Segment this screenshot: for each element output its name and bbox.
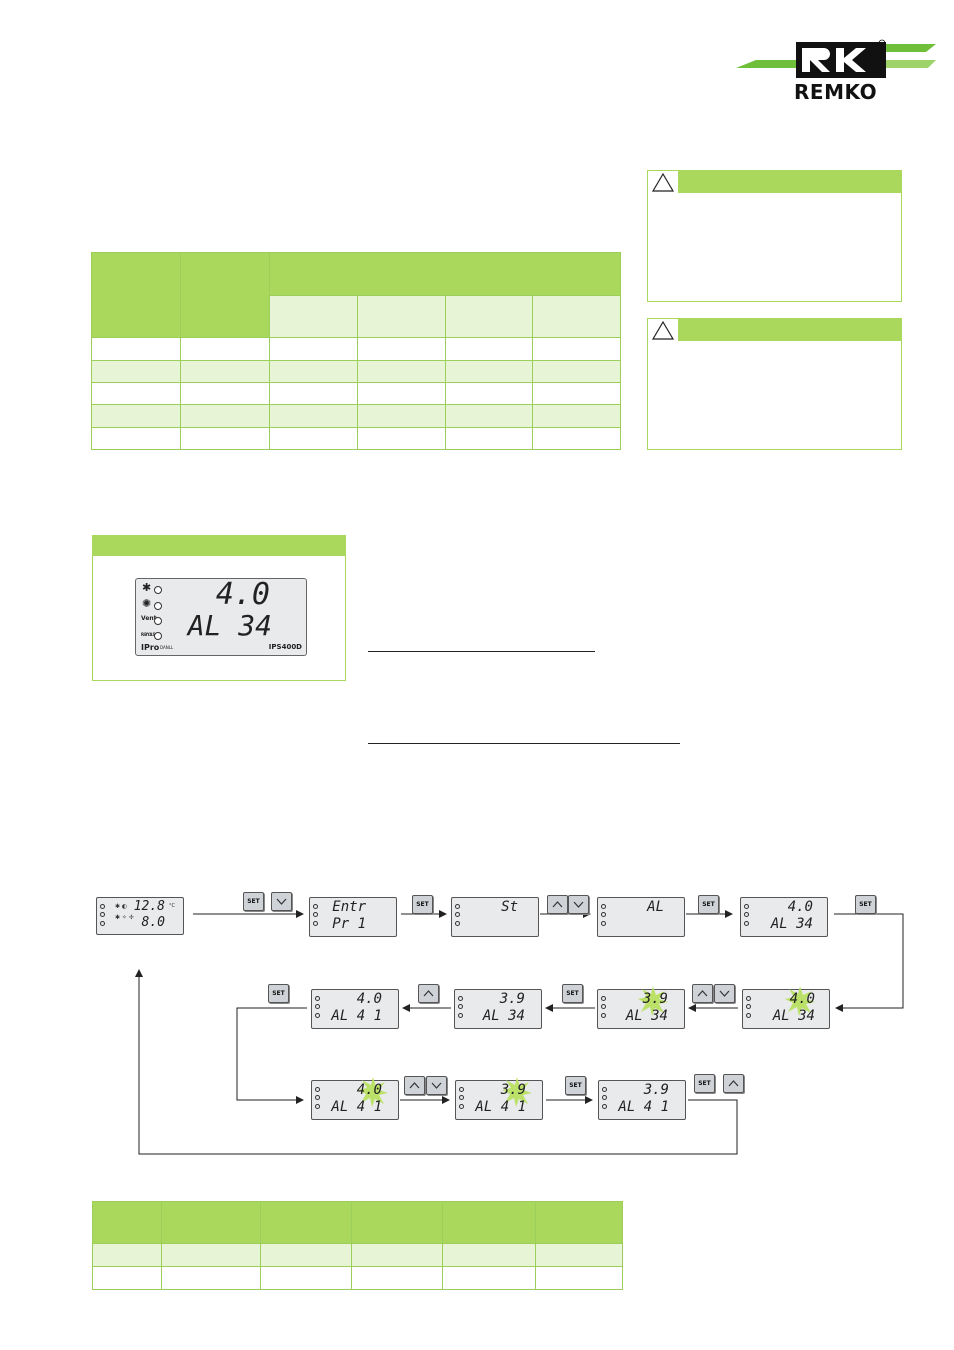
display-line1: 4.0 — [787, 899, 813, 915]
display-line2: AL 34 — [482, 1008, 525, 1024]
display-value: 4.0 — [215, 577, 270, 612]
set-key: SET — [565, 1076, 586, 1095]
flow-display: 3.9 AL 34 — [597, 986, 685, 1029]
parameter-table — [91, 251, 621, 451]
warning-triangle-icon — [651, 320, 675, 340]
flow-display: 3.9 AL 4 1 — [455, 1077, 543, 1120]
flow-display: 3.9 AL 4 1 — [598, 1080, 686, 1120]
chevron-up-icon — [423, 990, 434, 997]
down-key — [271, 892, 292, 911]
display-line2: AL 34 — [770, 916, 813, 932]
display-line2: AL 34 — [625, 1008, 668, 1024]
display-line1: 4.0 — [356, 991, 382, 1007]
up-key — [723, 1074, 744, 1093]
flow-display: 3.9 AL 34 — [454, 989, 542, 1029]
remko-logo — [736, 39, 936, 78]
status-led — [154, 632, 162, 640]
down-key — [714, 984, 735, 1003]
status-led — [154, 602, 162, 610]
chevron-up-icon — [697, 990, 708, 997]
snowflake-icon: ✱ — [142, 581, 152, 594]
defrost-icon: ✺ — [142, 597, 152, 610]
snowflake-icon: ✱ ◐ — [115, 903, 128, 910]
display-line1: 4.0 — [356, 1082, 382, 1098]
status-led — [154, 617, 162, 625]
display-line1: 12.8 — [133, 899, 165, 914]
up-key — [404, 1076, 425, 1095]
blink-burst-icon — [785, 986, 815, 1016]
defrost-label: RBYAS — [141, 632, 156, 637]
unit-label: °C — [169, 903, 175, 909]
flow-display: 4.0 AL 34 — [740, 897, 828, 937]
flow-display: 4.0 AL 34 — [742, 986, 830, 1029]
flow-display: St — [451, 897, 539, 937]
display-line1: St — [501, 899, 518, 915]
model-label: IPS400D — [268, 643, 302, 651]
blink-burst-icon — [638, 986, 668, 1016]
flow-display-start: 12.8 °C 8.0 ✱ ◐ ✱ ✧ ✢ — [96, 897, 184, 935]
set-key: SET — [562, 984, 583, 1003]
warning-triangle-icon — [651, 172, 675, 192]
display-figure: ✱ ✺ Vent RBYAS 4.0 AL 34 IPro DANLL IPS4… — [92, 535, 346, 681]
chevron-down-icon — [276, 898, 287, 905]
figure-header — [93, 536, 345, 556]
display-line1: 3.9 — [642, 991, 668, 1007]
set-key: SET — [698, 895, 719, 914]
fan-icon: ✱ ✧ ✢ — [115, 914, 134, 921]
chevron-down-icon — [719, 990, 730, 997]
chevron-down-icon — [431, 1082, 442, 1089]
display-line2: 8.0 — [141, 915, 165, 930]
display-code: AL 34 — [187, 609, 272, 642]
brand-label: IPro — [141, 643, 160, 652]
underline — [368, 651, 595, 652]
chevron-up-icon — [552, 901, 563, 908]
vent-label: Vent — [141, 615, 157, 622]
display-line1: 3.9 — [643, 1082, 669, 1098]
display-line1: 4.0 — [789, 991, 815, 1007]
set-key: SET — [412, 895, 433, 914]
display-line2: Pr 1 — [332, 916, 366, 932]
warning-box — [647, 318, 902, 450]
brand-sub-label: DANLL — [160, 645, 174, 650]
controller-display: ✱ ✺ Vent RBYAS 4.0 AL 34 IPro DANLL IPS4… — [135, 577, 307, 656]
set-key: SET — [243, 892, 264, 911]
down-key — [568, 895, 589, 914]
display-line1: AL — [647, 899, 664, 915]
set-key: SET — [694, 1074, 715, 1093]
flow-display: Entr Pr 1 — [309, 897, 397, 937]
display-line1: 3.9 — [500, 1082, 526, 1098]
up-key — [692, 984, 713, 1003]
up-key — [418, 984, 439, 1003]
down-key — [426, 1076, 447, 1095]
flow-display: 4.0 AL 4 1 — [311, 1077, 399, 1120]
remko-wordmark: REMKO — [794, 80, 878, 104]
chevron-up-icon — [409, 1082, 420, 1089]
status-led — [154, 586, 162, 594]
warning-box — [647, 170, 902, 302]
flow-display: AL — [597, 897, 685, 937]
blink-burst-icon — [502, 1077, 532, 1107]
chevron-up-icon — [728, 1080, 739, 1087]
underline — [368, 743, 680, 744]
display-line2: AL 4 1 — [475, 1099, 526, 1115]
flow-display: 4.0 AL 4 1 — [311, 989, 399, 1029]
display-line1: Entr — [332, 899, 366, 915]
display-line2: AL 4 1 — [331, 1099, 382, 1115]
display-line2: AL 34 — [772, 1008, 815, 1024]
alarm-table — [92, 1201, 623, 1290]
display-line1: 3.9 — [499, 991, 525, 1007]
display-line2: AL 4 1 — [618, 1099, 669, 1115]
set-key: SET — [268, 984, 289, 1003]
display-line2: AL 4 1 — [331, 1008, 382, 1024]
chevron-down-icon — [573, 901, 584, 908]
set-key: SET — [855, 895, 876, 914]
up-key — [547, 895, 568, 914]
blink-burst-icon — [358, 1077, 388, 1107]
